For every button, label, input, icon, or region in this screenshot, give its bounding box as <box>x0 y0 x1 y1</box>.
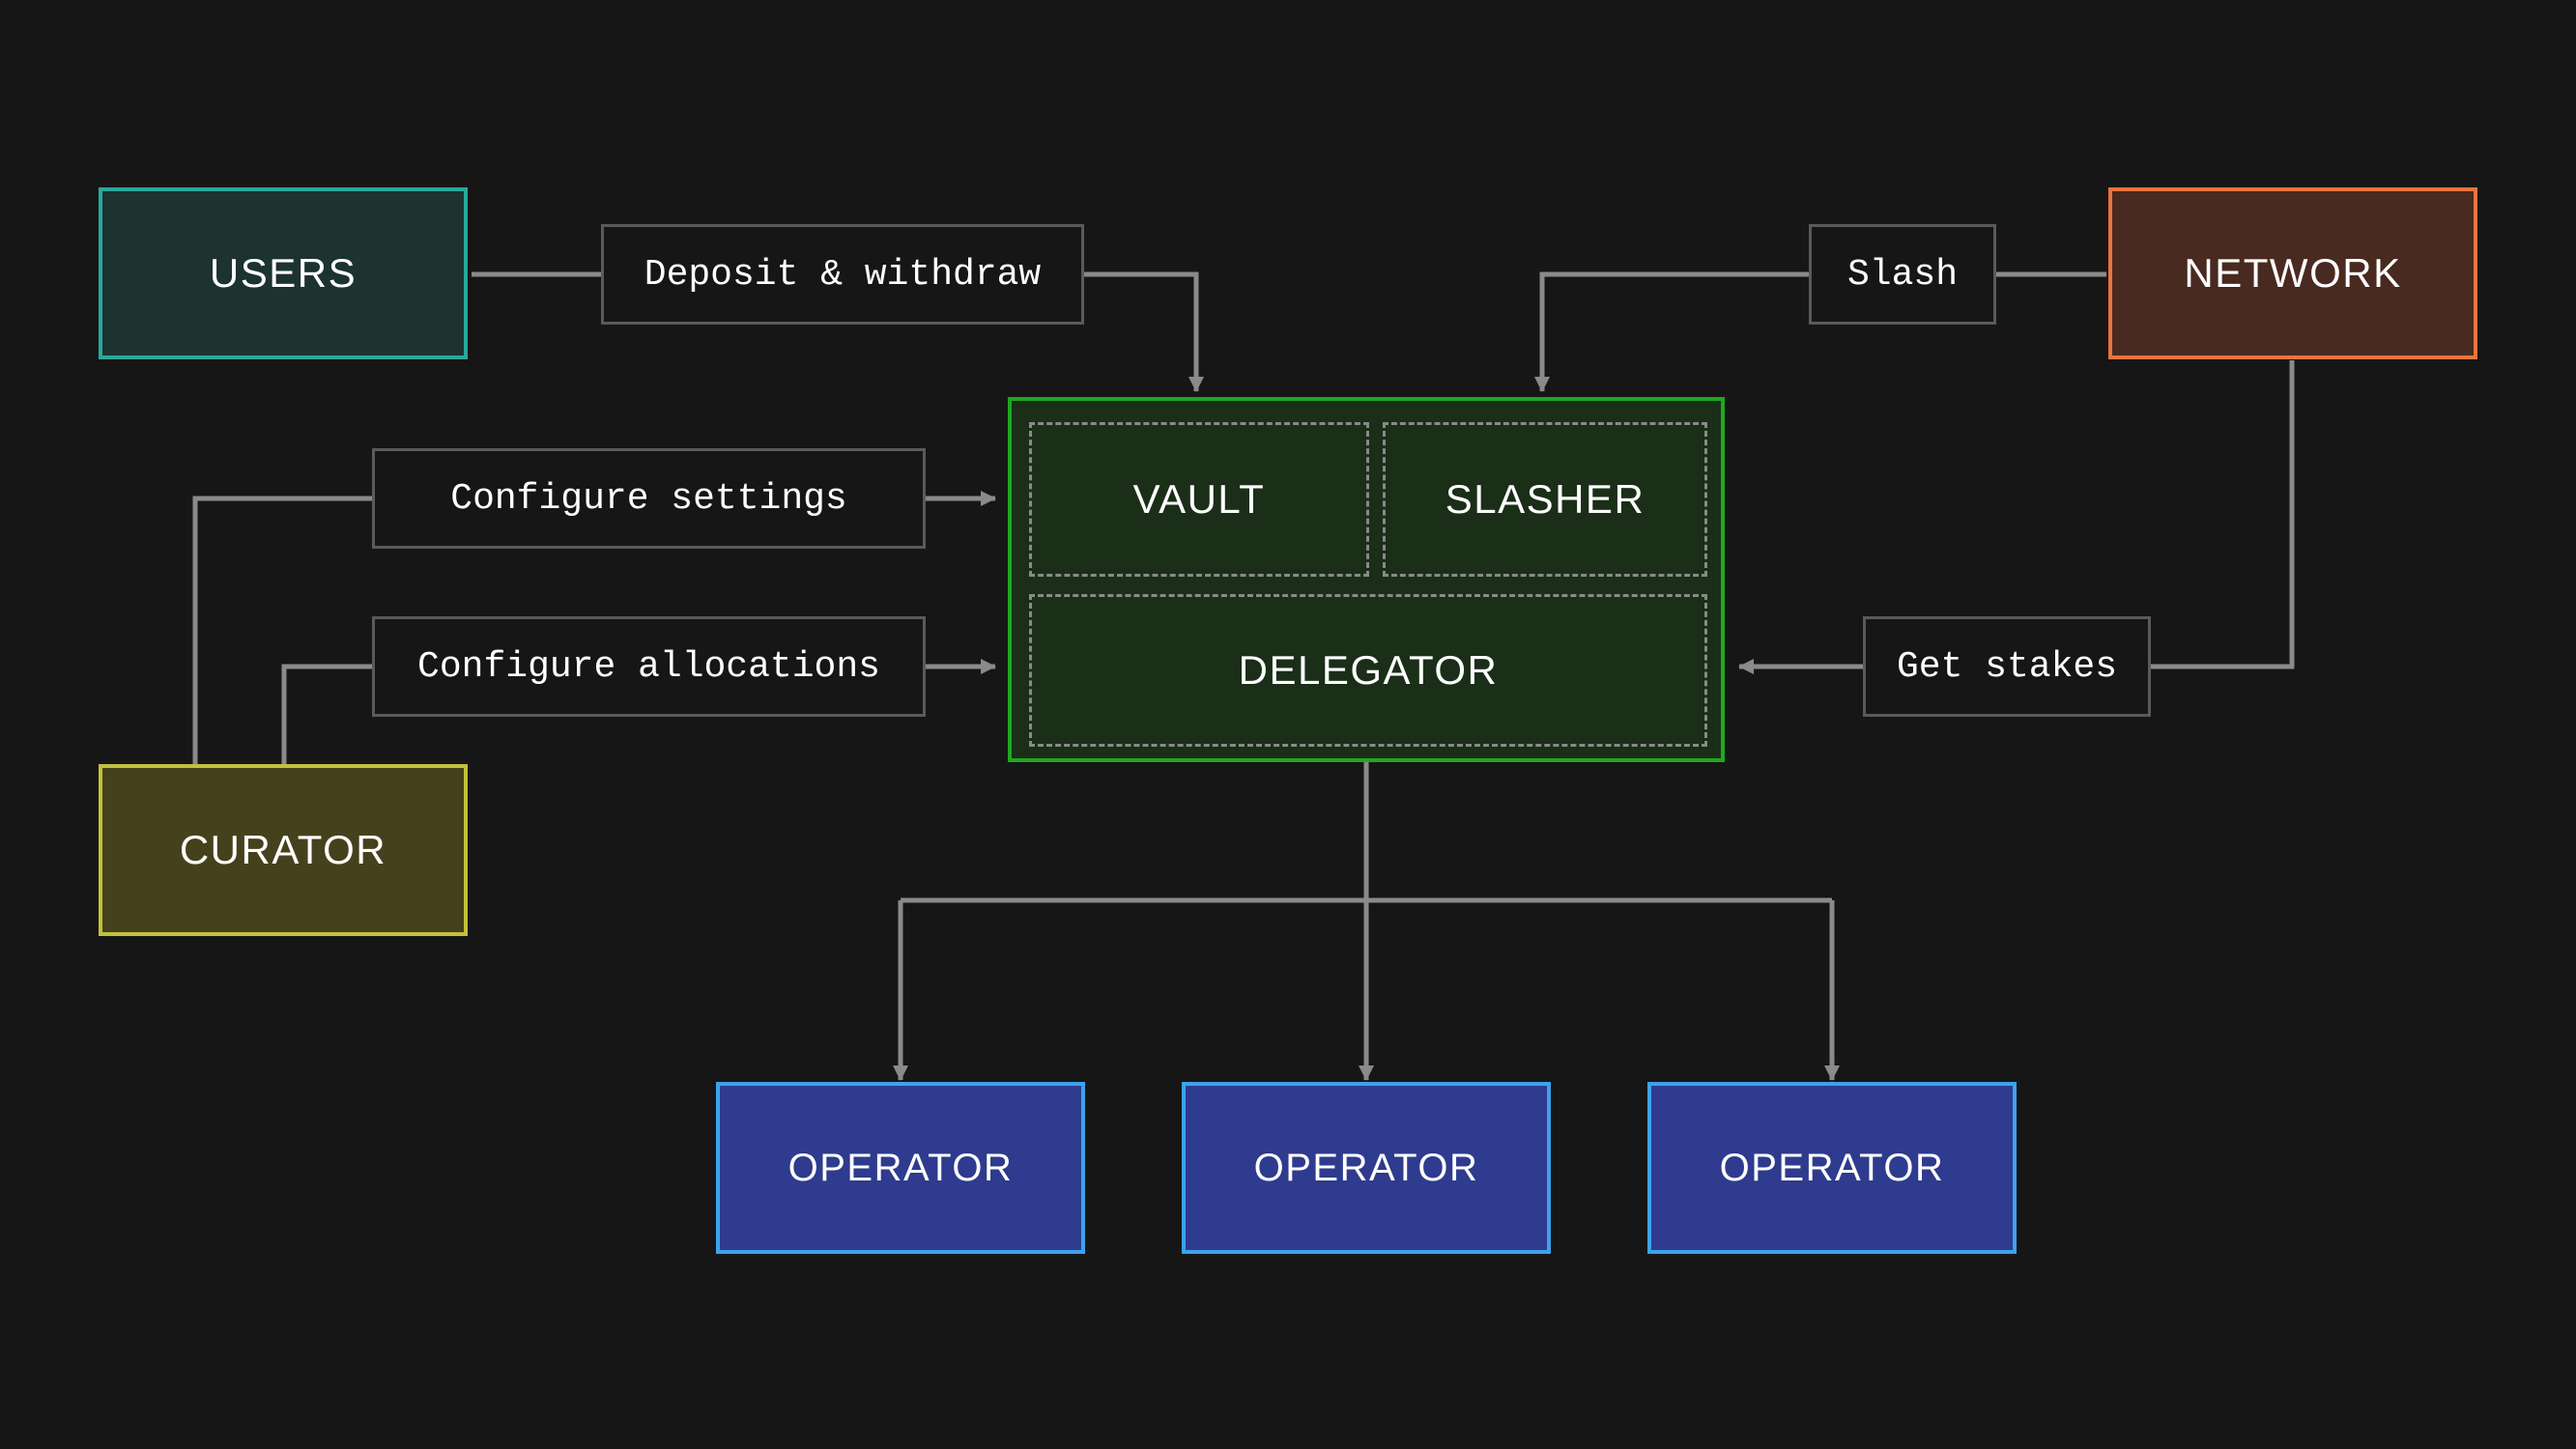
edge-label-deposit-withdraw: Deposit & withdraw <box>601 224 1084 325</box>
edge-label-slash-text: Slash <box>1846 253 1959 296</box>
subnode-delegator[interactable]: DELEGATOR <box>1029 594 1707 747</box>
edge-label-configure-settings: Configure settings <box>372 448 926 549</box>
node-network[interactable]: NETWORK <box>2108 187 2477 359</box>
edge-label-deposit-withdraw-text: Deposit & withdraw <box>644 253 1042 296</box>
node-curator-label: CURATOR <box>179 827 387 872</box>
edge-label-configure-settings-text: Configure settings <box>450 477 847 520</box>
subnode-slasher[interactable]: SLASHER <box>1383 422 1707 577</box>
edge-curator-to-allocations-label <box>281 664 372 766</box>
subnode-delegator-label: DELEGATOR <box>1238 647 1499 693</box>
edge-label-get-stakes-text: Get stakes <box>1896 645 2118 688</box>
cluster-vault-slasher-delegator: VAULT SLASHER DELEGATOR <box>1008 397 1725 762</box>
node-operator-2-label: OPERATOR <box>1253 1146 1479 1189</box>
node-curator[interactable]: CURATOR <box>99 764 468 936</box>
edge-slash-label-to-slasher <box>1534 271 1809 392</box>
node-operator-3-label: OPERATOR <box>1719 1146 1945 1189</box>
node-users[interactable]: USERS <box>99 187 468 359</box>
node-operator-2[interactable]: OPERATOR <box>1182 1082 1551 1254</box>
edge-label-configure-allocations-text: Configure allocations <box>417 645 880 688</box>
node-operator-1-label: OPERATOR <box>787 1146 1014 1189</box>
subnode-slasher-label: SLASHER <box>1445 476 1646 522</box>
node-operator-1[interactable]: OPERATOR <box>716 1082 1085 1254</box>
node-users-label: USERS <box>209 250 358 296</box>
edge-label-slash: Slash <box>1809 224 1996 325</box>
edge-network-to-getstakes-label <box>2151 360 2295 669</box>
node-operator-3[interactable]: OPERATOR <box>1647 1082 2017 1254</box>
subnode-vault[interactable]: VAULT <box>1029 422 1369 577</box>
edge-deposit-label-to-vault <box>1084 271 1204 392</box>
edge-label-configure-allocations: Configure allocations <box>372 616 926 717</box>
node-network-label: NETWORK <box>2184 250 2402 296</box>
edge-label-get-stakes: Get stakes <box>1863 616 2151 717</box>
edge-curator-to-settings-label <box>192 496 372 766</box>
subnode-vault-label: VAULT <box>1132 476 1266 522</box>
